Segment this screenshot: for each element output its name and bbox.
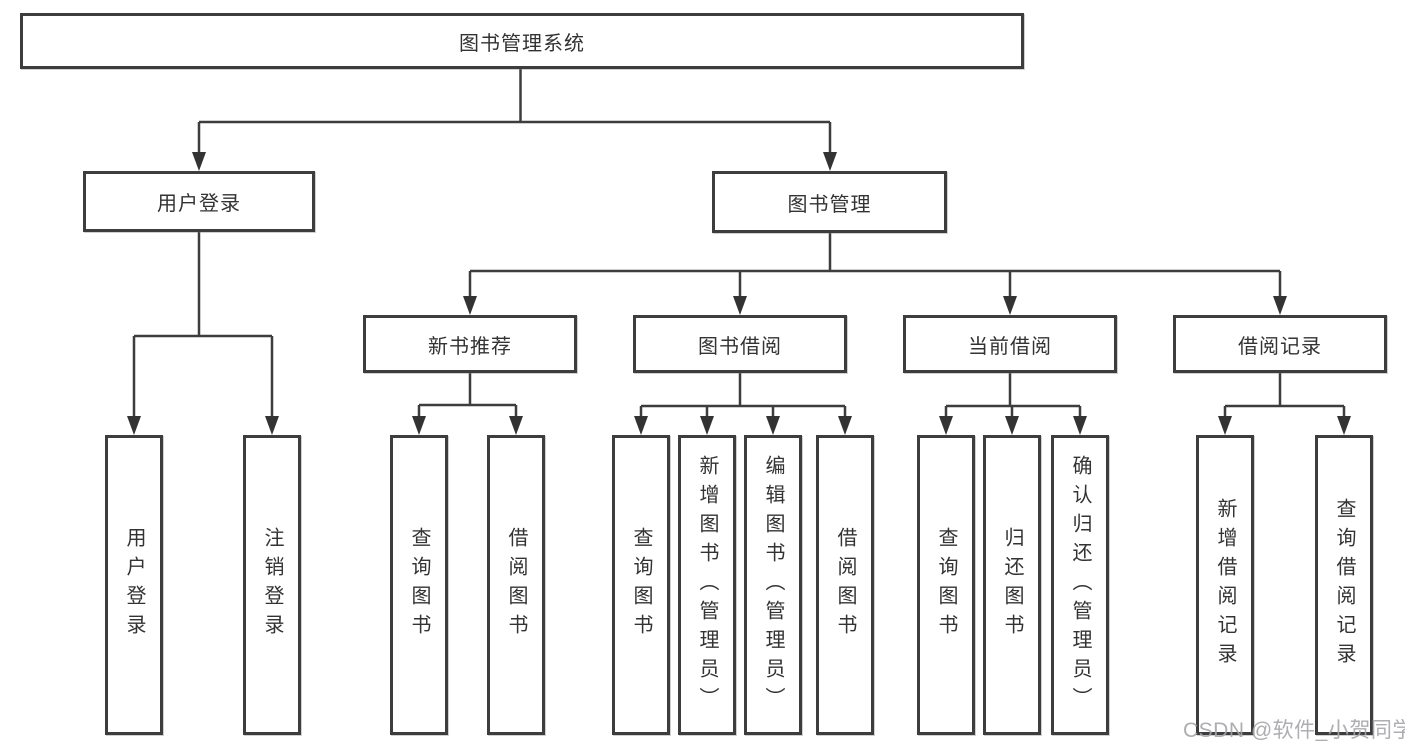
edge-book-mgmt-to-groups bbox=[463, 233, 1287, 315]
node-group-new-books: 新书推荐 bbox=[363, 315, 577, 373]
leaf-return-books: 归还图书 bbox=[983, 435, 1041, 735]
edge-new-books-to-leaves bbox=[412, 373, 523, 435]
edge-book-borrow-to-leaves bbox=[634, 373, 852, 435]
leaf-query-books-2: 查询图书 bbox=[612, 435, 670, 735]
leaf-query-borrow-record: 查询借阅记录 bbox=[1315, 435, 1373, 735]
edge-current-borrow-to-leaves bbox=[939, 373, 1087, 435]
leaf-edit-books-admin: 编辑图书（管理员） bbox=[744, 435, 802, 735]
leaf-add-borrow-record: 新增借阅记录 bbox=[1196, 435, 1254, 735]
leaf-query-books-1: 查询图书 bbox=[390, 435, 448, 735]
edge-root-to-level2 bbox=[192, 66, 837, 171]
node-group-current-borrow: 当前借阅 bbox=[903, 315, 1117, 373]
node-root: 图书管理系统 bbox=[20, 13, 1024, 69]
node-user-login: 用户登录 bbox=[83, 171, 315, 232]
node-group-borrow-records: 借阅记录 bbox=[1173, 315, 1387, 373]
csdn-watermark: CSDN @软件_小贺同学 bbox=[1183, 719, 1405, 742]
leaf-logout: 注销登录 bbox=[243, 435, 301, 735]
edge-borrow-records-to-leaves bbox=[1218, 373, 1351, 435]
leaf-borrow-books-1: 借阅图书 bbox=[487, 435, 545, 735]
node-book-mgmt: 图书管理 bbox=[712, 171, 947, 233]
leaf-user-login: 用户登录 bbox=[105, 435, 163, 735]
leaf-confirm-return-admin: 确认归还（管理员） bbox=[1051, 435, 1109, 735]
leaf-borrow-books-2: 借阅图书 bbox=[816, 435, 874, 735]
leaf-query-books-3: 查询图书 bbox=[917, 435, 975, 735]
leaf-add-books-admin: 新增图书（管理员） bbox=[678, 435, 736, 735]
edge-user-login-to-leaves bbox=[127, 232, 279, 435]
node-group-book-borrow: 图书借阅 bbox=[633, 315, 847, 373]
